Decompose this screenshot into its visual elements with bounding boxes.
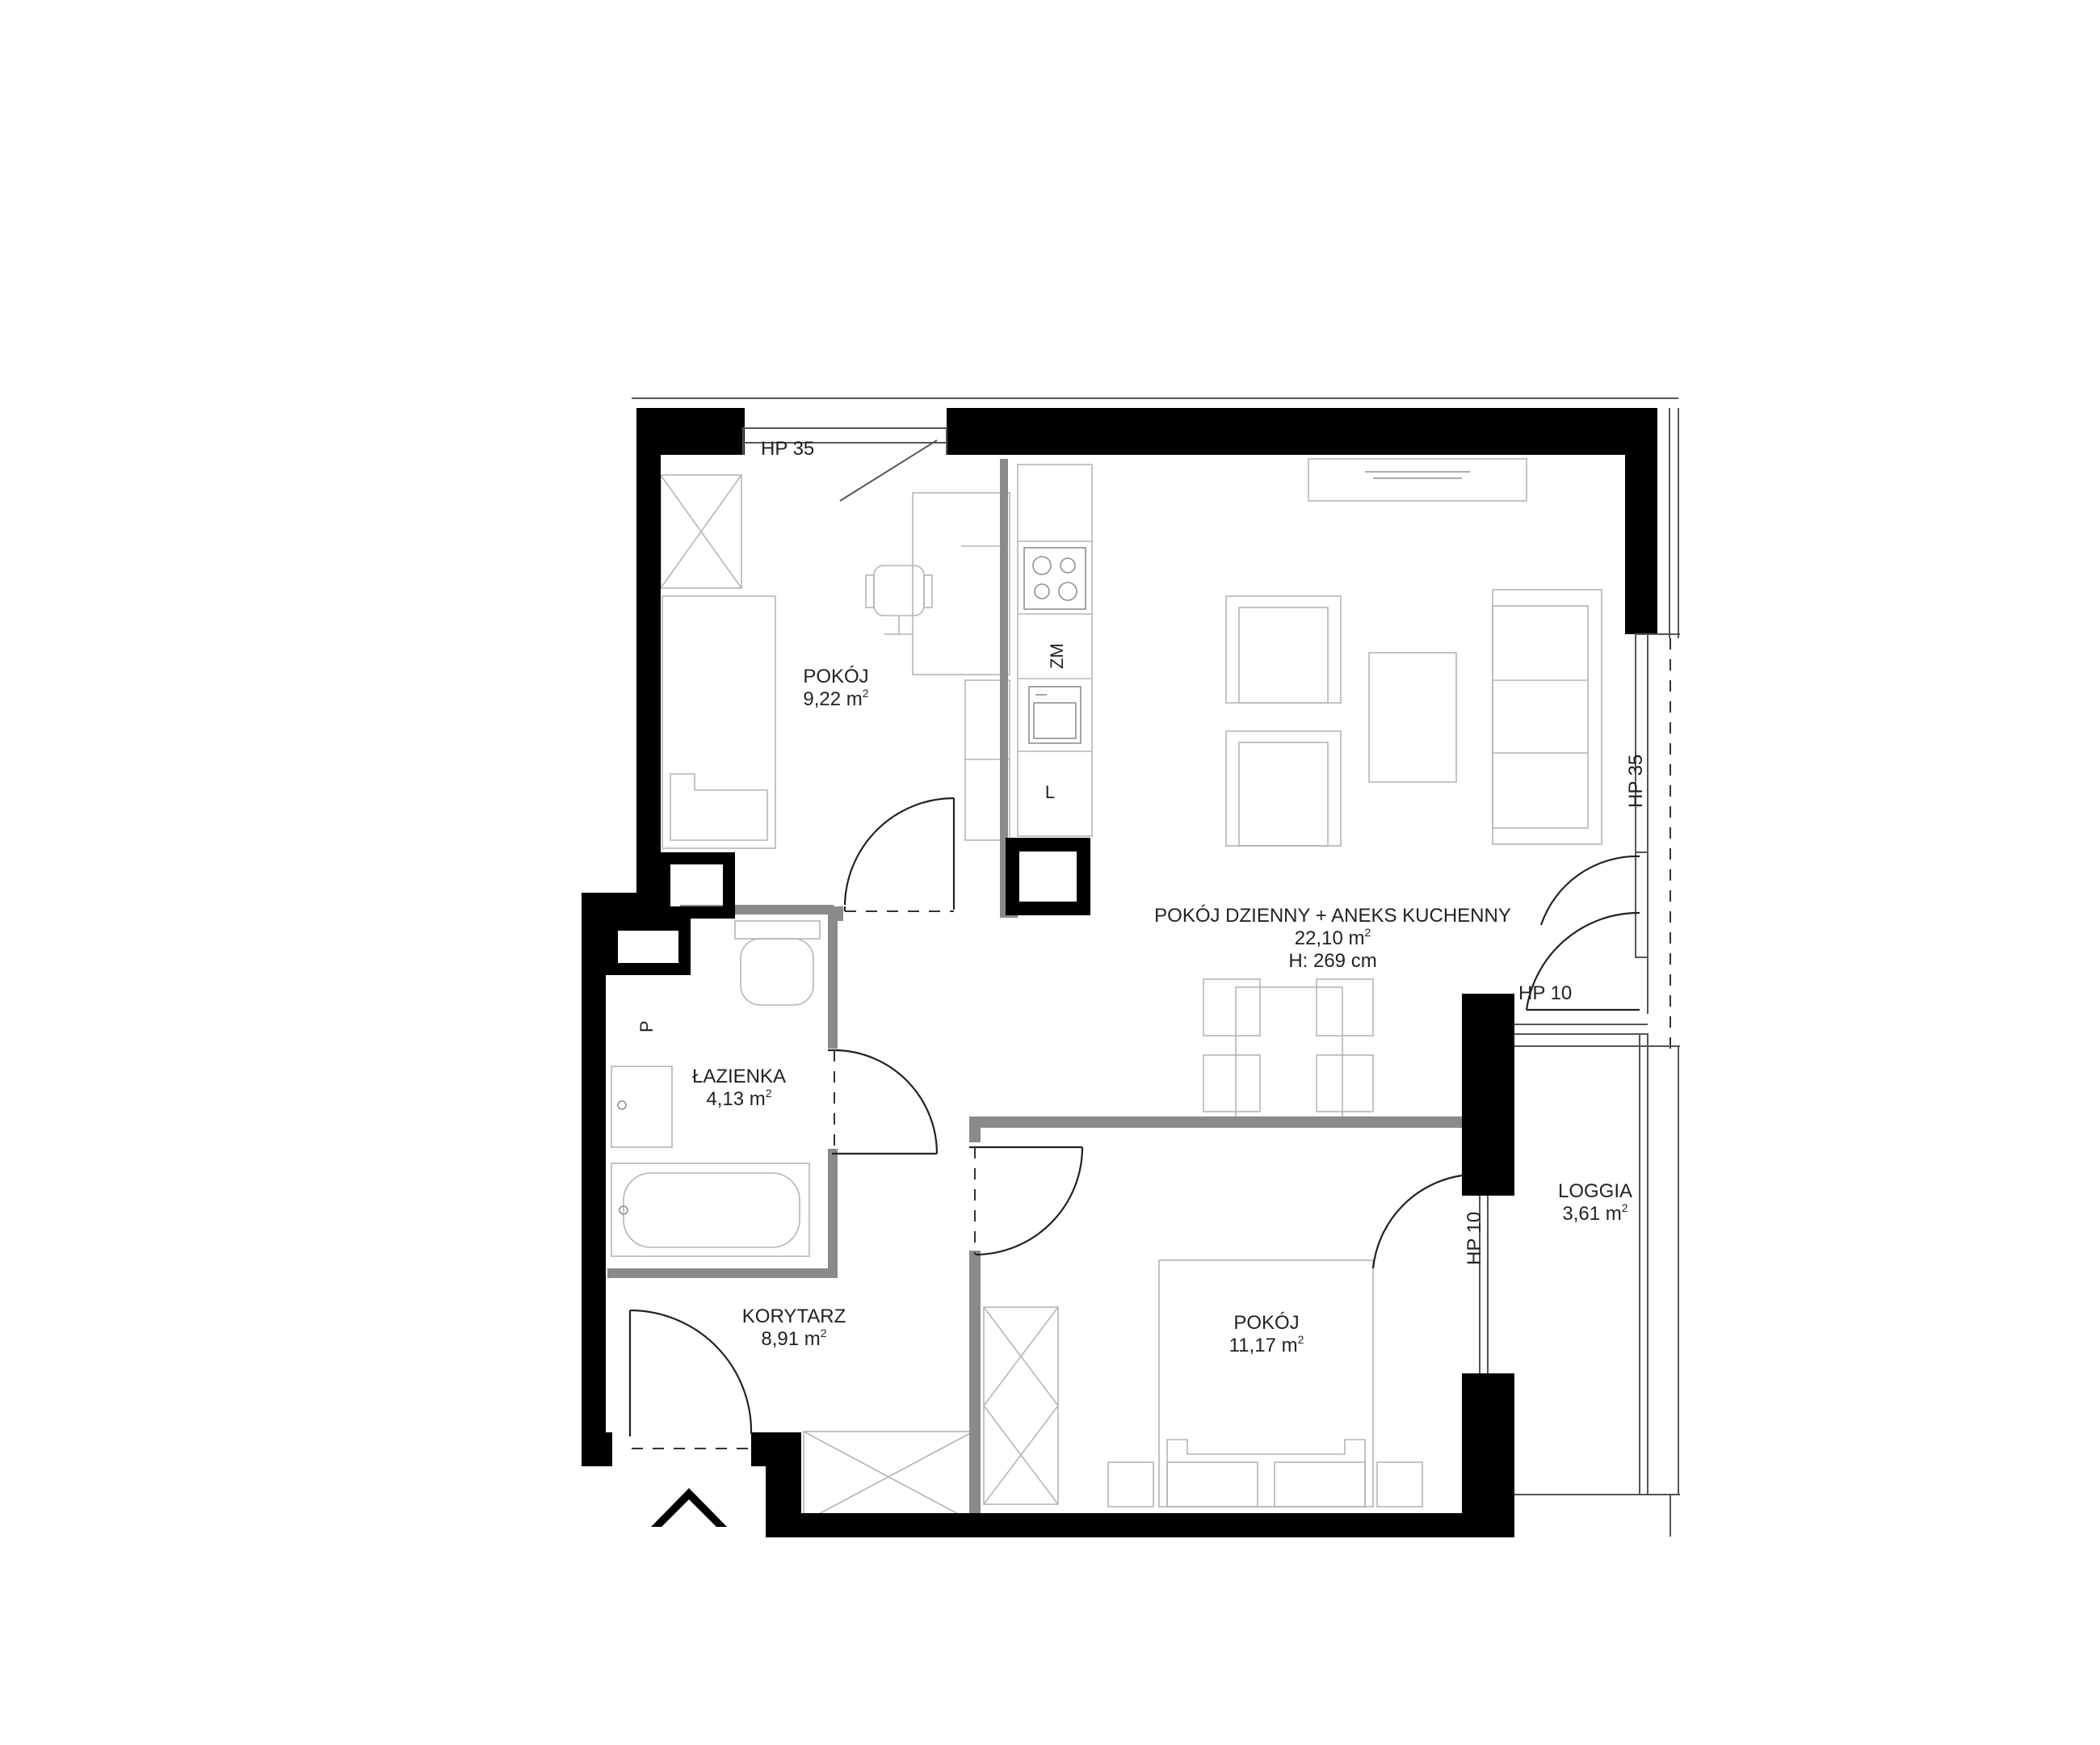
- dining-chair: [1316, 978, 1374, 1036]
- coffee-table: [1368, 652, 1457, 783]
- nightstand: [1107, 1461, 1154, 1507]
- shaft-mark: P: [636, 1020, 657, 1032]
- kitchen-counter: [1017, 464, 1093, 837]
- nightstand: [1376, 1461, 1423, 1507]
- room-area: 8,91 m2: [761, 1327, 826, 1350]
- entrance-arrow-icon: [651, 1488, 727, 1527]
- window-marker: HP 10: [1518, 982, 1572, 1004]
- exterior-walls: [582, 408, 1657, 1537]
- desk: [912, 492, 1010, 675]
- room-area: 4,13 m2: [706, 1087, 771, 1110]
- armchair-bottom: [1225, 730, 1342, 847]
- kitchen-sink: [1028, 686, 1082, 744]
- armchair-top: [1225, 595, 1342, 704]
- dining-table: [1235, 986, 1343, 1119]
- sofa: [1492, 589, 1602, 845]
- room-height: H: 269 cm: [1288, 950, 1376, 972]
- room-name: KORYTARZ: [742, 1306, 846, 1327]
- tv-unit: [1308, 458, 1527, 502]
- door-lazienka: [828, 1049, 939, 1155]
- wardrobe: [983, 1306, 1059, 1505]
- window-marker: HP 35: [1625, 755, 1647, 808]
- partition-walls: [607, 459, 1464, 1527]
- room-name: ŁAZIENKA: [692, 1066, 786, 1087]
- room-area: 22,10 m2: [1295, 926, 1371, 949]
- dining-chair: [1316, 1054, 1374, 1112]
- windows: [632, 397, 1680, 1537]
- furniture: [611, 458, 1602, 1523]
- door-pokoj-1: [843, 797, 956, 912]
- door-pokoj-2: [969, 1146, 1084, 1256]
- washbasin: [611, 1066, 673, 1148]
- labels: POKÓJ 9,22 m2 POKÓJ DZIENNY + ANEKS KUCH…: [636, 438, 1647, 1356]
- shelf: [964, 679, 1010, 841]
- entrance-door: [628, 1309, 753, 1449]
- room-area: 3,61 m2: [1562, 1201, 1628, 1225]
- single-bed: [662, 595, 776, 849]
- bathtub: [611, 1163, 810, 1257]
- fridge-mark: ZM: [1047, 643, 1067, 669]
- room-name: POKÓJ DZIENNY + ANEKS KUCHENNY: [1154, 905, 1511, 927]
- room-area: 9,22 m2: [803, 687, 868, 710]
- dining-chair: [1203, 1054, 1261, 1112]
- window-marker: HP 10: [1464, 1212, 1485, 1265]
- room-name: LOGGIA: [1558, 1180, 1632, 1202]
- window-marker: HP 35: [761, 438, 814, 460]
- dining-chair: [1203, 978, 1261, 1036]
- double-bed: [1158, 1259, 1374, 1507]
- room-name: POKÓJ: [1233, 1312, 1299, 1334]
- dishwasher-mark: L: [1045, 782, 1055, 802]
- balcony-door-living: [1525, 855, 1640, 1011]
- toilet: [740, 938, 814, 1006]
- doors: [628, 797, 1640, 1449]
- balcony-door-bedroom: [1371, 1174, 1489, 1373]
- desk-chair: [873, 565, 925, 616]
- hob: [1023, 547, 1086, 610]
- room-area: 11,17 m2: [1229, 1333, 1304, 1356]
- room-name: POKÓJ: [803, 666, 868, 687]
